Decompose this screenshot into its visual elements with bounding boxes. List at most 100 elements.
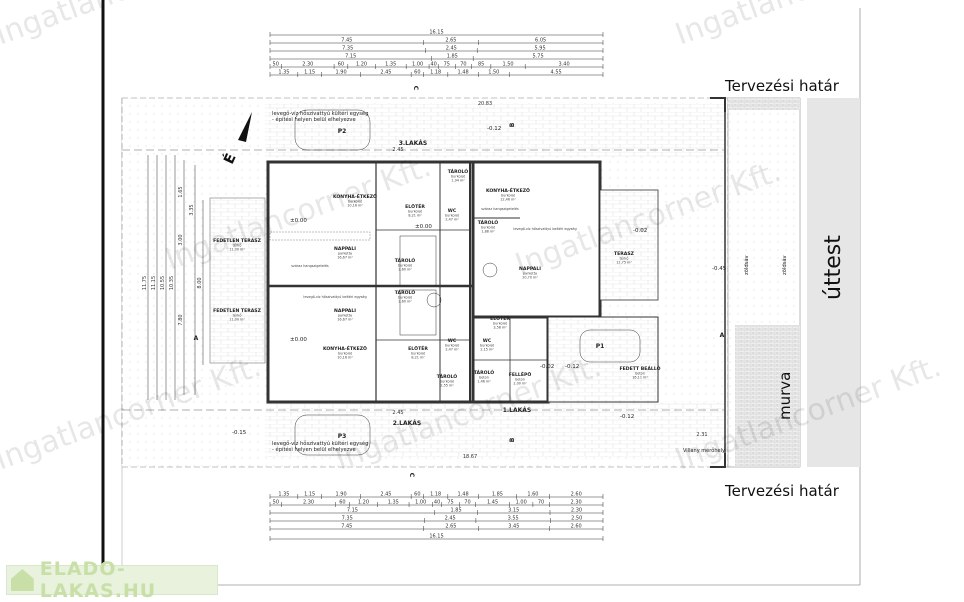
dimension-label: 1.45 [487,500,498,506]
left-dim: 1.65 [178,186,184,197]
dimension-label: 6.05 [535,38,546,44]
dimension-label: 2.60 [571,524,582,530]
room-floor: burkolat [480,344,495,348]
room-area: 2,55 m² [440,384,454,388]
dimension-label: 75 [447,500,453,506]
room-name: KONYHA-ÉTKEZŐ [486,186,530,194]
dimension-label: 2.45 [446,46,457,52]
room-floor: burkolat [408,210,423,214]
level-mark: -0.02 [633,228,647,234]
dimension-label: 40 [434,500,440,506]
room-floor: burkolat [501,194,516,198]
room-area: 12,46 m² [500,198,516,202]
room-name: ELŐTÉR [490,314,510,322]
dimension-label: 2.30 [303,500,314,506]
dimension-label: 40 [430,62,436,68]
section-mark: A [194,335,199,342]
left-dim: 10.55 [160,276,166,290]
left-dim: 10.35 [169,276,175,290]
dimension-label: 1.35 [385,62,396,68]
level-mark: -0.45 [712,266,727,272]
dimension-label: 2.65 [445,524,456,530]
house-icon [11,569,34,591]
room-name: KONYHA-ÉTKEZŐ [333,192,377,200]
dimension-label: 1.50 [488,70,499,76]
boundary-label-bottom: Tervezési határ [724,482,840,500]
room-area: 10,16 m² [337,356,353,360]
dimension-label: 1.20 [358,500,369,506]
meter-label: Villany mérőhely [683,447,725,454]
site-logo[interactable]: ELADO-LAKAS.HU [6,558,218,602]
dimension-label: 70 [538,500,544,506]
dimension-label: 2.50 [571,516,582,522]
paving-bottom [265,402,725,457]
apartment-label: 3.LAKÁS [399,140,428,147]
watermark: Ingatlancorner Kft. [0,0,266,53]
parking-label: P3 [338,433,347,440]
boundary-label-top: Tervezési határ [724,77,840,95]
room-name: KONYHA-ÉTKEZŐ [323,344,367,352]
dimension-label: 1.85 [447,54,458,60]
heatpump-note-bottom: levegő-víz hőszivattyú kültéri egység [272,440,368,447]
dimension-label: 3.40 [559,62,570,68]
dimension-label: 1.85 [451,508,462,514]
dimension-label: 1.35 [278,492,289,498]
dimension-label: 75 [444,62,450,68]
room-area: 2,47 m² [445,348,459,352]
site-dim: 2.45 [392,147,403,153]
dimension-label: 4.55 [551,70,562,76]
room-area: 16,67 m² [337,256,353,260]
left-dim: 11.75 [142,276,148,290]
dimension-label: 7.35 [342,46,353,52]
left-dim: 11.15 [151,276,157,290]
dimension-label: 2.45 [445,516,456,522]
level-mark: -0.12 [487,126,501,132]
room-name: NAPPALI [334,308,356,314]
gravel-strip [735,325,800,467]
plot-corner-top [710,97,726,112]
left-dim: 8.00 [197,277,203,288]
room-area: 11,00 m² [229,248,245,252]
level-mark: -0.12 [620,414,634,420]
room-floor: térkő [233,244,242,248]
dimension-label: 5.75 [533,54,544,60]
room-name: WC [448,208,457,214]
room-name: FELLÉPŐ [509,370,532,378]
room-area: 10,16 m² [347,204,363,208]
dimension-label: 50 [273,62,279,68]
flooring-note: száraz hangszigetelés [481,207,519,211]
dimension-label: 2.65 [445,38,456,44]
room-floor: parketta [338,252,352,256]
room-floor: burkolat [348,200,363,204]
paving-top [265,103,725,158]
room-floor: burkolat [398,264,413,268]
room-area: 2,15 m² [480,348,494,352]
room-floor: parketta [338,314,352,318]
indoor-unit-note: levegő-víz hőszivattyú beltéri egység [513,227,576,231]
room-floor: burkolat [451,175,466,179]
logo-text: ELADO-LAKAS.HU [39,558,157,602]
parking-label: P2 [338,128,347,135]
room-name: ELŐTÉR [408,344,428,352]
dimension-label: 1.20 [356,62,367,68]
road [807,98,860,467]
room-name: TÁROLÓ [448,168,469,175]
section-mark: A [720,332,725,339]
dimension-label: 1.35 [278,70,289,76]
room-area: 8,21 m² [408,214,422,218]
site-dim: 18.67 [463,454,477,460]
dimension-label: 3.55 [508,516,519,522]
green-strip-label: zöldsáv [743,255,750,275]
